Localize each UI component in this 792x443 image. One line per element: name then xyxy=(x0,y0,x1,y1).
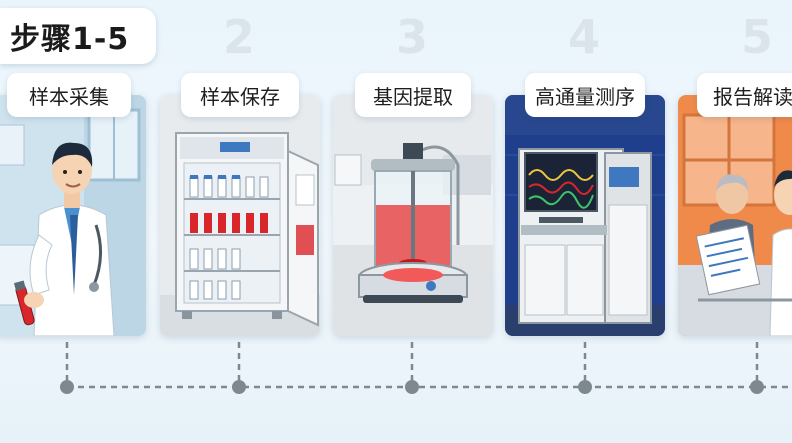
step-card-gene-extraction xyxy=(333,95,493,336)
step-label-sample-collection: 样本采集 xyxy=(7,73,131,117)
step-timeline xyxy=(60,342,792,394)
step-number-2: 2 xyxy=(223,10,256,64)
timeline-node-5 xyxy=(750,380,764,394)
bioreactor-illustration xyxy=(333,95,493,336)
doctor-with-blood-tube-illustration xyxy=(0,95,146,336)
page-title: 步骤1-5 xyxy=(0,8,156,64)
step-label-sample-storage: 样本保存 xyxy=(181,73,299,117)
timeline-node-3 xyxy=(405,380,419,394)
timeline-node-4 xyxy=(578,380,592,394)
step-card-sequencing xyxy=(505,95,665,336)
step-label-report-interpretation: 报告解读 xyxy=(697,73,792,117)
step-card-report-interpretation xyxy=(678,95,792,336)
step-card-sample-collection xyxy=(0,95,146,336)
step-number-3: 3 xyxy=(396,10,429,64)
timeline-node-2 xyxy=(232,380,246,394)
sequencer-machine-illustration xyxy=(505,95,665,336)
timeline-node-1 xyxy=(60,380,74,394)
step-number-4: 4 xyxy=(568,10,601,64)
sample-refrigerator-illustration xyxy=(160,95,320,336)
step-card-sample-storage xyxy=(160,95,320,336)
step-label-sequencing: 高通量测序 xyxy=(525,73,645,117)
doctor-consultation-illustration xyxy=(678,95,792,336)
step-number-5: 5 xyxy=(741,10,774,64)
step-label-gene-extraction: 基因提取 xyxy=(355,73,471,117)
